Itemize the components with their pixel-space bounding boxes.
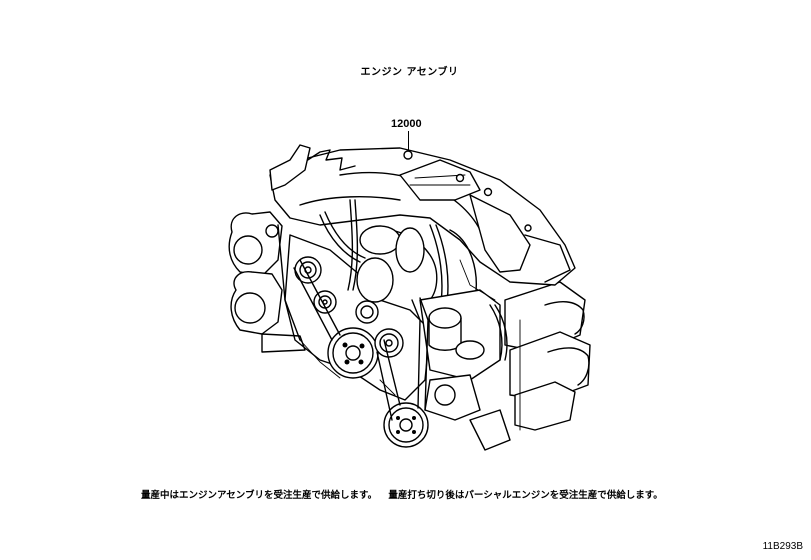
supply-note-post-production: 量産打ち切り後はパーシャルエンジンを受注生産で供給します。 [388,490,663,501]
detail-lines [265,224,508,396]
engine-block [284,234,511,451]
drive-belt [277,224,429,421]
supply-note: 量産中はエンジンアセンブリを受注生産で供給します。 量産打ち切り後はパーシャルエ… [141,487,663,501]
diagram-title: エンジン アセンブリ [360,67,459,78]
part-number-callout[interactable]: 12000 [391,118,422,130]
supply-note-production: 量産中はエンジンアセンブリを受注生産で供給します。 [141,490,378,501]
right-cylinder-bank [504,281,591,431]
illustration-reference-code: 11B293B [762,541,803,552]
intake-manifold [269,144,576,286]
callout-leader-line [408,131,409,153]
hoses [319,199,477,311]
belt-pulleys [294,256,429,448]
